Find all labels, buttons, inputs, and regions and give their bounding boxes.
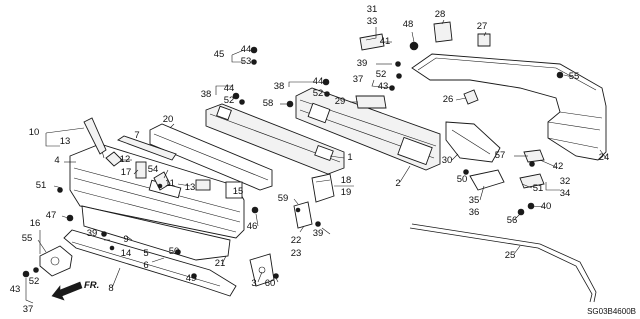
callout-54: 54: [148, 164, 159, 175]
rear-bumper-cover: [411, 53, 607, 161]
callout-57: 57: [495, 150, 506, 161]
callout-30: 30: [442, 155, 453, 166]
front-direction-arrow: FR.: [51, 280, 99, 301]
callout-50: 50: [169, 246, 180, 257]
callout-51: 51: [533, 183, 544, 194]
rear-bumper-reinforcement: [295, 87, 441, 171]
callout-4: 4: [54, 155, 59, 166]
callout-9: 9: [123, 234, 128, 245]
callout-15: 15: [233, 186, 244, 197]
callout-24: 24: [599, 152, 610, 163]
molding-strip: [83, 117, 107, 155]
callout-2: 2: [395, 178, 400, 189]
callout-39: 39: [313, 228, 324, 239]
callout-51: 51: [36, 180, 47, 191]
callout-13: 13: [185, 182, 196, 193]
lower-apron: [81, 205, 231, 261]
callout-8: 8: [108, 283, 113, 294]
callout-29: 29: [335, 96, 346, 107]
callout-26: 26: [443, 94, 454, 105]
callout-39: 39: [357, 58, 368, 69]
callout-43: 43: [378, 81, 389, 92]
callout-50: 50: [457, 174, 468, 185]
callout-55: 55: [22, 233, 33, 244]
callout-36: 36: [469, 207, 480, 218]
callout-35: 35: [469, 195, 480, 206]
callout-7: 7: [134, 130, 139, 141]
callout-38: 38: [274, 81, 285, 92]
callout-58: 58: [263, 98, 274, 109]
callout-21: 21: [215, 258, 226, 269]
callout-12: 12: [120, 154, 131, 165]
callout-3: 3: [251, 278, 256, 289]
front-bumper-face: [69, 143, 245, 239]
callout-31: 31: [367, 4, 378, 15]
side-brackets: [249, 173, 335, 287]
callout-41: 41: [380, 36, 391, 47]
callout-11: 11: [165, 178, 175, 189]
fasteners: [22, 46, 564, 279]
callout-6: 6: [143, 260, 148, 271]
front-bumper-reinforcement: [205, 103, 345, 175]
molding-strip-7: [117, 135, 177, 161]
callout-43: 43: [10, 284, 21, 295]
callout-48: 48: [403, 19, 414, 30]
callout-10: 10: [29, 127, 40, 138]
callout-37: 37: [23, 304, 34, 315]
callout-44: 44: [313, 76, 324, 87]
callout-19: 19: [341, 187, 352, 198]
callout-44: 44: [224, 83, 235, 94]
direction-label: FR.: [84, 280, 99, 291]
callout-52: 52: [224, 95, 235, 106]
callout-53: 53: [241, 56, 252, 67]
callout-1: 1: [347, 152, 352, 163]
callout-23: 23: [291, 248, 302, 259]
callout-13: 13: [60, 136, 71, 147]
callout-32: 32: [560, 176, 571, 187]
callout-56: 56: [507, 215, 518, 226]
callout-38: 38: [201, 89, 212, 100]
callout-14: 14: [121, 248, 132, 259]
callout-37: 37: [353, 74, 364, 85]
callout-49: 49: [186, 273, 197, 284]
callout-numbers: 1234567891011121313141516171819202122232…: [10, 4, 610, 315]
callout-33: 33: [367, 16, 378, 27]
callout-28: 28: [435, 9, 446, 20]
callout-44: 44: [241, 44, 252, 55]
lower-spoiler: [63, 229, 237, 297]
callout-42: 42: [553, 161, 564, 172]
energy-absorber: [149, 123, 273, 191]
callout-16: 16: [30, 218, 41, 229]
callout-34: 34: [560, 188, 571, 199]
callout-40: 40: [541, 201, 552, 212]
callout-60: 60: [265, 278, 276, 289]
callout-52: 52: [376, 69, 387, 80]
callout-52: 52: [313, 88, 324, 99]
callout-25: 25: [505, 250, 516, 261]
rear-side-brackets: [469, 149, 545, 191]
callout-52: 52: [29, 276, 40, 287]
callout-47: 47: [46, 210, 57, 221]
leader-lines: [25, 19, 607, 304]
callout-27: 27: [477, 21, 488, 32]
callout-39: 39: [87, 228, 98, 239]
callout-45: 45: [214, 49, 225, 60]
rear-inner-bracket: [445, 121, 501, 163]
callout-18: 18: [341, 175, 352, 186]
callout-46: 46: [247, 221, 258, 232]
callout-17: 17: [121, 167, 132, 178]
callout-20: 20: [163, 114, 174, 125]
diagram-code: SG03B4600B: [587, 307, 636, 316]
callout-5: 5: [143, 248, 148, 259]
callout-22: 22: [291, 235, 302, 246]
license-bracket: [39, 245, 73, 277]
rear-seal-strip: [409, 223, 597, 303]
callout-59: 59: [278, 193, 289, 204]
rear-top-brackets: [355, 21, 491, 109]
callout-55: 55: [569, 71, 580, 82]
